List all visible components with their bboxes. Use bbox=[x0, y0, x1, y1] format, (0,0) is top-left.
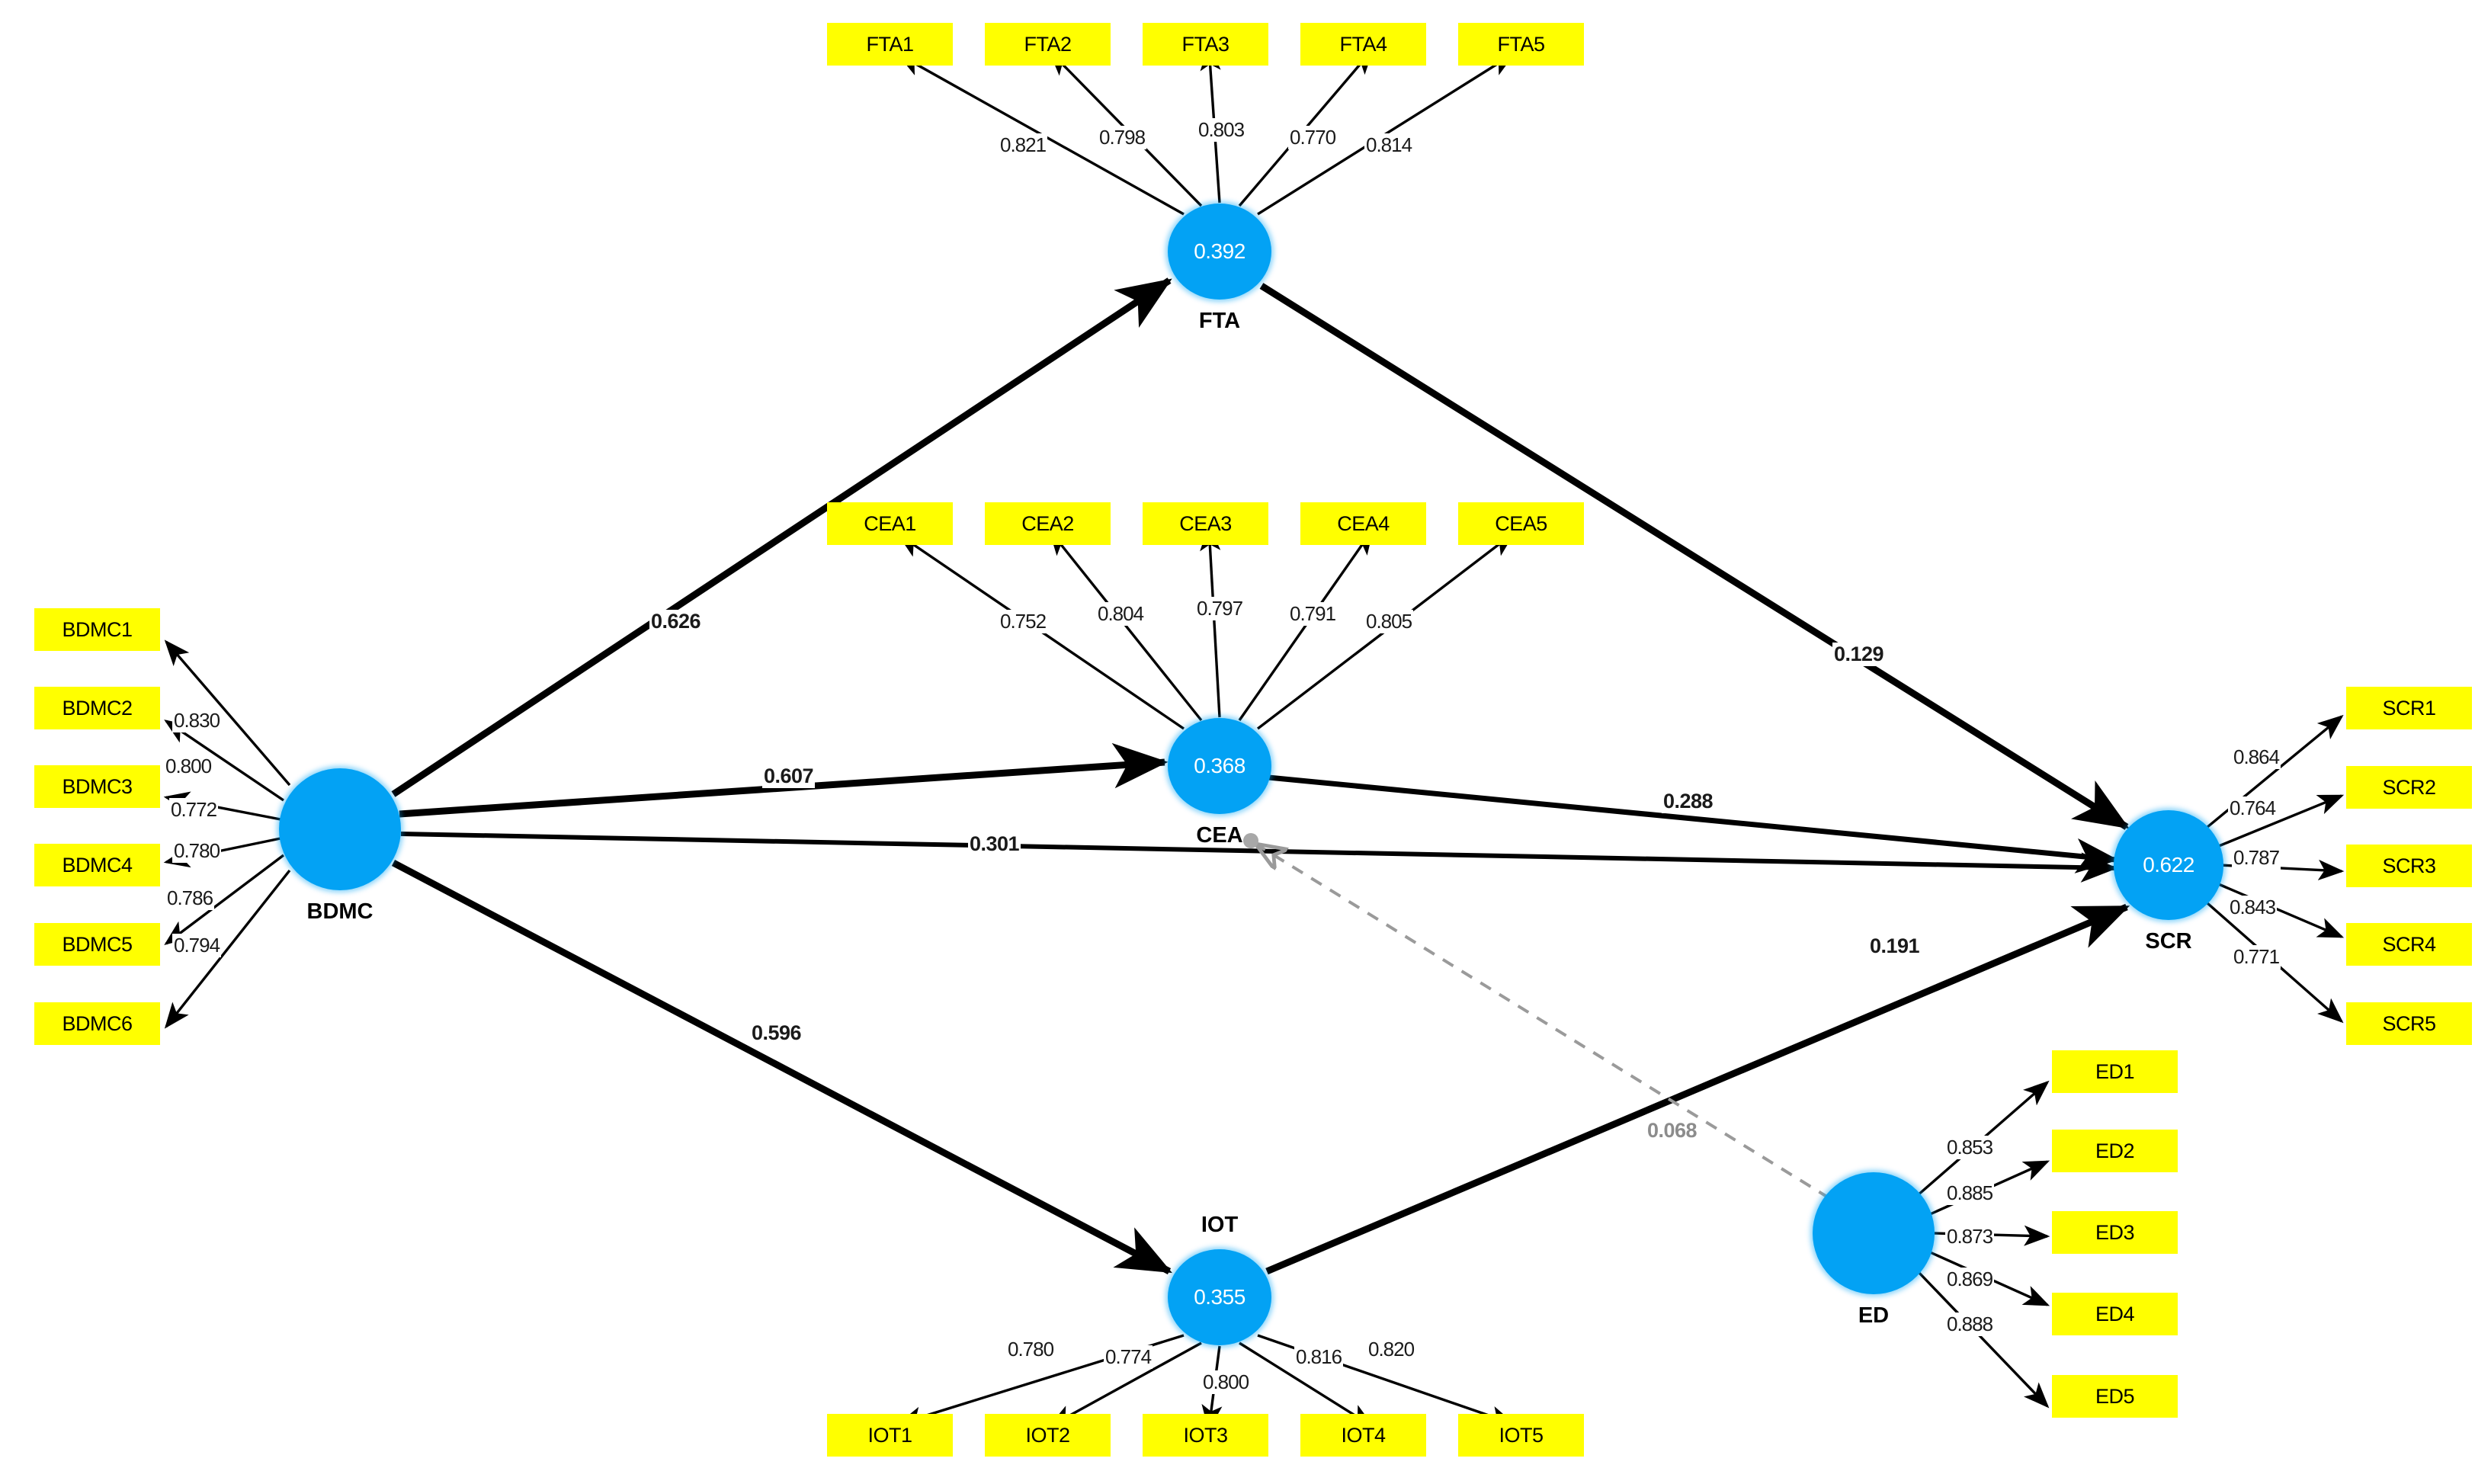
indicator-box-cea3[interactable]: CEA3 bbox=[1143, 502, 1268, 545]
path-coefficient-ed-to-bdmc-scr-path: 0.068 bbox=[1646, 1119, 1699, 1143]
path-coefficient-fta-to-scr: 0.129 bbox=[1832, 643, 1886, 666]
indicator-box-fta4[interactable]: FTA4 bbox=[1300, 23, 1426, 66]
indicator-box-scr5[interactable]: SCR5 bbox=[2346, 1002, 2472, 1045]
loading-label-fta4: 0.770 bbox=[1288, 126, 1338, 149]
loading-label-iot2: 0.774 bbox=[1104, 1345, 1153, 1369]
loading-label-fta1: 0.821 bbox=[999, 133, 1048, 157]
path-cea-scr bbox=[1268, 774, 2119, 873]
indicator-box-iot4[interactable]: IOT4 bbox=[1300, 1414, 1426, 1457]
construct-label-fta: FTA bbox=[1198, 309, 1241, 333]
indicator-box-bdmc2[interactable]: BDMC2 bbox=[34, 687, 160, 729]
indicator-box-scr2[interactable]: SCR2 bbox=[2346, 766, 2472, 809]
loading-label-ed5: 0.888 bbox=[1945, 1313, 1995, 1336]
indicator-box-bdmc1[interactable]: BDMC1 bbox=[34, 608, 160, 651]
loading-label-cea5: 0.805 bbox=[1364, 610, 1414, 633]
loading-label-bdmc1: 0.830 bbox=[172, 709, 222, 732]
r-squared-value-cea: 0.368 bbox=[1194, 754, 1246, 777]
path-bdmc-fta bbox=[391, 277, 1172, 797]
construct-label-iot: IOT bbox=[1201, 1213, 1239, 1237]
path-fta-scr bbox=[1259, 283, 2130, 830]
path-bdmc-iot bbox=[391, 860, 1172, 1274]
path-coefficient-bdmc-to-fta: 0.626 bbox=[649, 610, 703, 633]
indicator-box-fta3[interactable]: FTA3 bbox=[1143, 23, 1268, 66]
indicator-box-cea5[interactable]: CEA5 bbox=[1458, 502, 1584, 545]
r-squared-value-iot: 0.355 bbox=[1194, 1285, 1246, 1309]
loading-label-bdmc2: 0.800 bbox=[164, 755, 213, 778]
path-coefficient-iot-to-scr: 0.191 bbox=[1868, 934, 1922, 958]
construct-node-fta[interactable]: 0.392 bbox=[1168, 204, 1271, 300]
r-squared-value-scr: 0.622 bbox=[2143, 853, 2194, 877]
indicator-box-iot2[interactable]: IOT2 bbox=[985, 1414, 1111, 1457]
path-coefficient-bdmc-to-cea: 0.607 bbox=[762, 764, 816, 788]
loading-label-ed1: 0.853 bbox=[1945, 1136, 1995, 1159]
loading-label-cea4: 0.791 bbox=[1288, 602, 1338, 626]
loading-label-iot3: 0.800 bbox=[1201, 1370, 1251, 1394]
loading-label-bdmc5: 0.786 bbox=[165, 886, 215, 910]
construct-label-ed: ED bbox=[1858, 1303, 1890, 1328]
indicator-box-ed5[interactable]: ED5 bbox=[2052, 1375, 2178, 1418]
construct-label-cea: CEA bbox=[1196, 823, 1243, 848]
indicator-box-bdmc6[interactable]: BDMC6 bbox=[34, 1002, 160, 1045]
indicator-box-fta1[interactable]: FTA1 bbox=[827, 23, 953, 66]
loading-label-iot4: 0.816 bbox=[1294, 1345, 1344, 1369]
indicator-box-ed2[interactable]: ED2 bbox=[2052, 1130, 2178, 1172]
loading-label-ed2: 0.885 bbox=[1945, 1181, 1995, 1205]
moderation-target-dot bbox=[1243, 833, 1258, 848]
loading-label-bdmc6: 0.794 bbox=[172, 934, 222, 957]
measurement-edges-cea bbox=[897, 524, 1515, 730]
construct-node-cea[interactable]: 0.368 bbox=[1168, 718, 1271, 814]
loading-label-cea3: 0.797 bbox=[1195, 597, 1245, 620]
measurement-edges-bdmc bbox=[163, 639, 291, 1029]
indicator-box-ed4[interactable]: ED4 bbox=[2052, 1293, 2178, 1335]
indicator-box-bdmc5[interactable]: BDMC5 bbox=[34, 923, 160, 966]
loading-label-iot1: 0.780 bbox=[1006, 1338, 1056, 1361]
indicator-box-cea1[interactable]: CEA1 bbox=[827, 502, 953, 545]
path-coefficient-bdmc-to-scr: 0.301 bbox=[968, 832, 1021, 856]
loading-label-scr5: 0.771 bbox=[2232, 945, 2281, 969]
construct-node-ed[interactable] bbox=[1813, 1172, 1935, 1294]
loading-label-scr4: 0.843 bbox=[2228, 896, 2278, 919]
loading-label-fta2: 0.798 bbox=[1098, 126, 1147, 149]
loading-label-iot5: 0.820 bbox=[1367, 1338, 1416, 1361]
loading-label-cea2: 0.804 bbox=[1096, 602, 1146, 626]
loading-label-cea1: 0.752 bbox=[999, 610, 1048, 633]
loading-label-ed3: 0.873 bbox=[1945, 1225, 1995, 1248]
construct-node-bdmc[interactable] bbox=[279, 768, 401, 890]
loading-label-scr2: 0.764 bbox=[2228, 796, 2278, 820]
loading-label-scr1: 0.864 bbox=[2232, 745, 2281, 769]
indicator-box-ed1[interactable]: ED1 bbox=[2052, 1050, 2178, 1093]
loading-label-bdmc4: 0.780 bbox=[172, 839, 222, 863]
indicator-box-scr3[interactable]: SCR3 bbox=[2346, 845, 2472, 887]
loading-label-scr3: 0.787 bbox=[2232, 846, 2281, 870]
loading-label-bdmc3: 0.772 bbox=[169, 798, 219, 822]
moderation-edge-ed bbox=[1243, 833, 1831, 1200]
construct-node-scr[interactable]: 0.622 bbox=[2114, 810, 2223, 920]
indicator-box-fta5[interactable]: FTA5 bbox=[1458, 23, 1584, 66]
path-iot-scr bbox=[1265, 903, 2130, 1275]
path-coefficient-bdmc-to-iot: 0.596 bbox=[750, 1021, 803, 1045]
indicator-box-iot5[interactable]: IOT5 bbox=[1458, 1414, 1584, 1457]
indicator-box-cea4[interactable]: CEA4 bbox=[1300, 502, 1426, 545]
indicator-box-fta2[interactable]: FTA2 bbox=[985, 23, 1111, 66]
construct-node-iot[interactable]: 0.355 bbox=[1168, 1249, 1271, 1345]
loading-label-fta3: 0.803 bbox=[1197, 118, 1246, 142]
indicator-box-iot1[interactable]: IOT1 bbox=[827, 1414, 953, 1457]
indicator-box-bdmc3[interactable]: BDMC3 bbox=[34, 765, 160, 808]
r-squared-value-fta: 0.392 bbox=[1194, 239, 1246, 263]
indicator-box-ed3[interactable]: ED3 bbox=[2052, 1211, 2178, 1254]
loading-label-ed4: 0.869 bbox=[1945, 1268, 1995, 1291]
loading-label-fta5: 0.814 bbox=[1364, 133, 1414, 157]
indicator-box-bdmc4[interactable]: BDMC4 bbox=[34, 844, 160, 886]
indicator-box-scr4[interactable]: SCR4 bbox=[2346, 923, 2472, 966]
indicator-box-iot3[interactable]: IOT3 bbox=[1143, 1414, 1268, 1457]
path-bdmc-cea bbox=[399, 742, 1169, 818]
indicator-box-cea2[interactable]: CEA2 bbox=[985, 502, 1111, 545]
construct-label-scr: SCR bbox=[2145, 929, 2192, 954]
path-coefficient-cea-to-scr: 0.288 bbox=[1662, 790, 1715, 813]
construct-label-bdmc: BDMC bbox=[306, 899, 373, 924]
indicator-box-scr1[interactable]: SCR1 bbox=[2346, 687, 2472, 729]
